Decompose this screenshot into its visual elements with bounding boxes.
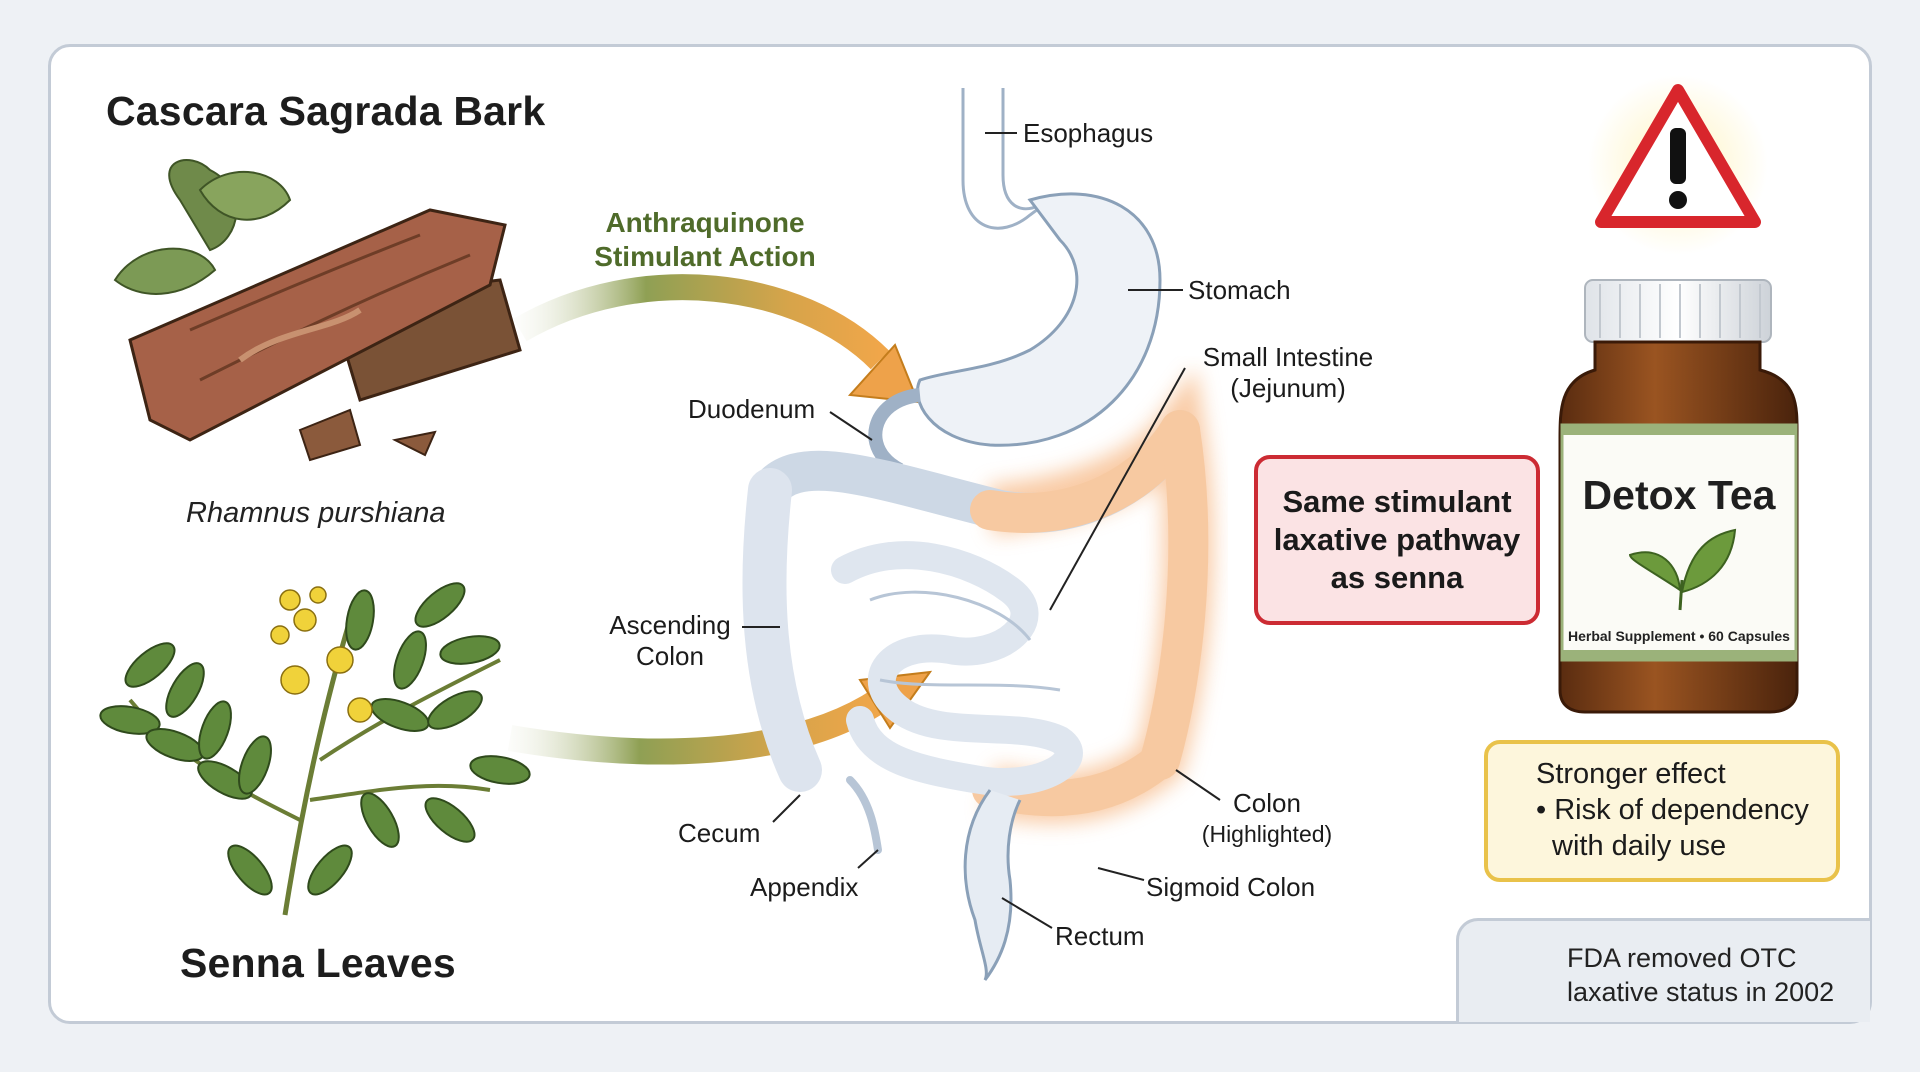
label-cecum: Cecum (678, 818, 761, 848)
arrow-label-line1: Anthraquinone (605, 207, 805, 238)
label-sigmoid-colon: Sigmoid Colon (1146, 872, 1316, 902)
cascara-title: Cascara Sagrada Bark (106, 88, 546, 134)
cascara-latin-name: Rhamnus purshiana (186, 497, 446, 529)
label-colon-line1: Colon (1233, 788, 1301, 818)
senna-plant-illustration (99, 582, 531, 916)
bottle-sublabel: Herbal Supplement • 60 Capsules (1568, 628, 1790, 644)
senna-title: Senna Leaves (180, 940, 456, 986)
stimulant-action-arrows (507, 274, 933, 765)
label-colon-line2: (Highlighted) (1201, 821, 1333, 847)
label-stomach: Stomach (1188, 275, 1291, 305)
detox-tea-bottle (1558, 279, 1799, 714)
label-ascending-colon: Ascending Colon (600, 610, 740, 672)
label-rectum: Rectum (1055, 921, 1145, 951)
effects-item-stronger: Stronger effect (1536, 758, 1726, 790)
arrow-label: Anthraquinone Stimulant Action (585, 206, 825, 274)
fda-note-line2: laxative status in 2002 (1567, 977, 1835, 1007)
warning-triangle-icon (1588, 75, 1768, 255)
warning-box-line1: Same stimulant (1282, 484, 1512, 519)
leaf-icon (1628, 528, 1737, 611)
label-appendix: Appendix (750, 872, 859, 902)
label-small-intestine: Small Intestine (Jejunum) (1178, 342, 1398, 404)
same-pathway-warning-box: Same stimulant laxative pathway as senna (1254, 455, 1540, 625)
warning-box-line2: laxative pathway (1273, 522, 1521, 557)
digestive-tract-illustration (742, 88, 1214, 981)
label-ascending-colon-line1: Ascending (609, 610, 731, 640)
label-colon: Colon (Highlighted) (1192, 788, 1342, 850)
label-duodenum: Duodenum (688, 394, 816, 424)
label-esophagus: Esophagus (1023, 118, 1154, 148)
effects-box: Stronger effect • Risk of dependency wit… (1484, 740, 1840, 882)
bottle-label: Detox Tea (1582, 472, 1776, 518)
fda-note-box: FDA removed OTC laxative status in 2002 (1456, 918, 1870, 1022)
fda-note-line1: FDA removed OTC (1567, 943, 1797, 973)
warning-box-line3: as senna (1330, 560, 1464, 595)
label-small-intestine-line1: Small Intestine (1202, 342, 1374, 372)
cascara-bark-illustration (113, 159, 522, 462)
label-leader-lines (742, 132, 1221, 929)
label-small-intestine-line2: (Jejunum) (1230, 373, 1346, 403)
effects-item-dependency-line1: • Risk of dependency (1536, 794, 1809, 826)
effects-item-dependency-line2: with daily use (1552, 830, 1727, 862)
label-ascending-colon-line2: Colon (636, 641, 704, 671)
arrow-label-line2: Stimulant Action (594, 241, 816, 272)
